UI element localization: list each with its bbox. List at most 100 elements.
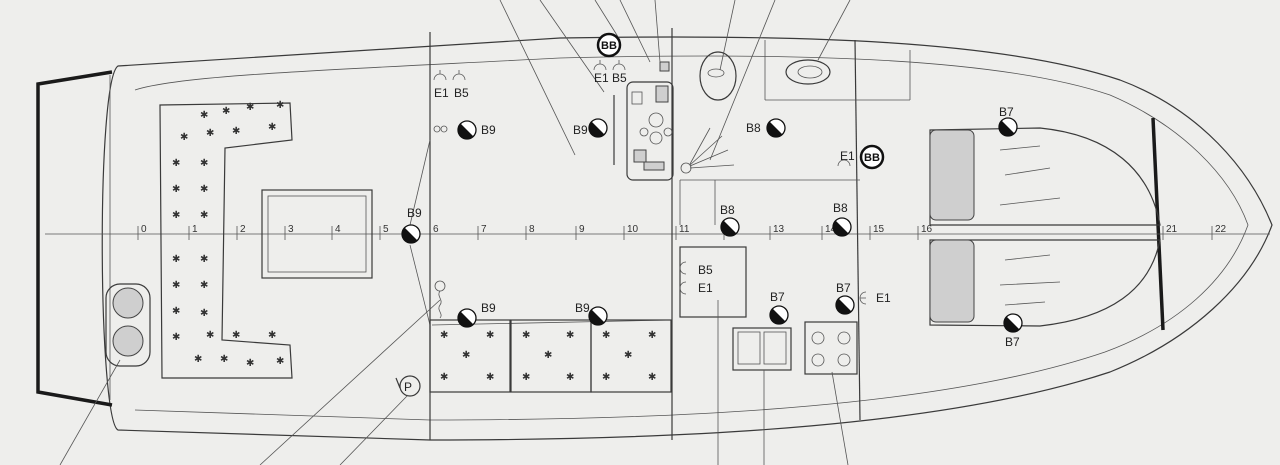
svg-text:✱: ✱ — [172, 306, 180, 317]
tick-7: 7 — [481, 224, 487, 235]
cockpit-seating: ✱✱✱✱ ✱✱✱✱ ✱✱ ✱✱ ✱✱ ✱✱ ✱✱ ✱✱ ✱✱✱✱ ✱✱✱✱ — [159, 100, 373, 379]
galley — [679, 246, 858, 375]
tick-13: 13 — [773, 224, 785, 235]
svg-text:✱: ✱ — [200, 254, 208, 265]
lamp-b8: B8 — [832, 201, 852, 237]
leader-lines — [59, 0, 851, 465]
lamp-b7: B7 — [998, 105, 1018, 137]
tick-0: 0 — [141, 224, 147, 235]
svg-text:B8: B8 — [720, 203, 735, 217]
head-fixtures — [680, 51, 831, 174]
switches: E1 B5 E1 B5 B5 E1 E1 E1 E1 — [433, 60, 891, 319]
bilge-pump: P — [395, 375, 421, 397]
tick-8: 8 — [529, 224, 535, 235]
svg-text:✱: ✱ — [200, 110, 208, 121]
tick-1: 1 — [192, 224, 198, 235]
switch-label: E1 — [698, 281, 713, 295]
svg-text:✱: ✱ — [544, 350, 552, 361]
switch-label: E1 — [594, 71, 609, 85]
svg-text:✱: ✱ — [440, 330, 448, 341]
svg-text:✱: ✱ — [566, 330, 574, 341]
svg-text:✱: ✱ — [172, 184, 180, 195]
saloon-settees: ✱✱✱✱✱ ✱✱✱✱✱ ✱✱✱✱✱ — [429, 319, 672, 393]
svg-text:B9: B9 — [573, 123, 588, 137]
aft-vents — [105, 283, 151, 367]
svg-text:B9: B9 — [407, 206, 422, 220]
svg-text:✱: ✱ — [440, 372, 448, 383]
svg-text:✱: ✱ — [172, 254, 180, 265]
svg-text:B8: B8 — [833, 201, 848, 215]
lamp-b9: B9 — [401, 206, 422, 244]
tick-10: 10 — [627, 224, 639, 235]
switch-label: E1 — [840, 149, 855, 163]
switch-label: E1 — [434, 86, 449, 100]
lamp-b9: B9 — [573, 118, 608, 138]
helm-console — [613, 61, 674, 181]
svg-text:✱: ✱ — [232, 330, 240, 341]
svg-text:✱: ✱ — [172, 210, 180, 221]
svg-text:✱: ✱ — [206, 330, 214, 341]
lamp-b7: B7 — [835, 281, 855, 315]
station-ticks: 0 1 2 3 4 5 6 7 8 9 10 11 12 13 14 15 16… — [137, 224, 1227, 240]
lamp-b9: B9 — [575, 301, 608, 326]
switch-label: E1 — [876, 291, 891, 305]
svg-text:✱: ✱ — [522, 372, 530, 383]
svg-text:B9: B9 — [575, 301, 590, 315]
tick-11: 11 — [679, 224, 690, 235]
svg-text:✱: ✱ — [200, 184, 208, 195]
svg-text:✱: ✱ — [200, 210, 208, 221]
svg-text:✱: ✱ — [172, 332, 180, 343]
svg-text:✱: ✱ — [522, 330, 530, 341]
svg-text:✱: ✱ — [180, 132, 188, 143]
lamp-b9: B9 — [457, 120, 496, 140]
lamp-b7: B7 — [1003, 313, 1023, 349]
svg-text:✱: ✱ — [246, 358, 254, 369]
switch-label: B5 — [612, 71, 627, 85]
hull-outline — [36, 36, 1273, 441]
svg-text:✱: ✱ — [200, 280, 208, 291]
bb-badge: BB — [864, 152, 880, 164]
bb-badge: BB — [601, 40, 617, 52]
switch-label: B5 — [698, 263, 713, 277]
tick-15: 15 — [873, 224, 885, 235]
svg-text:✱: ✱ — [172, 280, 180, 291]
svg-text:✱: ✱ — [194, 354, 202, 365]
tick-21: 21 — [1166, 224, 1178, 235]
svg-text:✱: ✱ — [624, 350, 632, 361]
svg-text:B9: B9 — [481, 301, 496, 315]
bb-badges: BB BB — [596, 32, 885, 170]
forward-berth — [929, 127, 1161, 327]
svg-text:✱: ✱ — [268, 330, 276, 341]
tick-4: 4 — [335, 224, 341, 235]
pump-label: P — [404, 380, 412, 394]
tick-16: 16 — [921, 224, 933, 235]
svg-text:✱: ✱ — [172, 158, 180, 169]
svg-text:✱: ✱ — [268, 122, 276, 133]
svg-text:✱: ✱ — [486, 372, 494, 383]
svg-text:✱: ✱ — [462, 350, 470, 361]
svg-text:✱: ✱ — [648, 372, 656, 383]
svg-text:✱: ✱ — [276, 100, 284, 111]
svg-text:B8: B8 — [746, 121, 761, 135]
svg-text:✱: ✱ — [566, 372, 574, 383]
tick-6: 6 — [433, 224, 439, 235]
tick-22: 22 — [1215, 224, 1227, 235]
svg-text:✱: ✱ — [486, 330, 494, 341]
svg-text:✱: ✱ — [602, 372, 610, 383]
svg-text:✱: ✱ — [200, 158, 208, 169]
svg-text:✱: ✱ — [276, 356, 284, 367]
switch-label: B5 — [454, 86, 469, 100]
svg-text:B7: B7 — [999, 105, 1014, 119]
svg-text:✱: ✱ — [200, 308, 208, 319]
svg-text:✱: ✱ — [246, 102, 254, 113]
tick-3: 3 — [288, 224, 294, 235]
svg-text:B7: B7 — [1005, 335, 1020, 349]
lamp-b8: B8 — [720, 203, 740, 237]
svg-text:B7: B7 — [836, 281, 851, 295]
svg-text:✱: ✱ — [220, 354, 228, 365]
lamp-b8: B8 — [746, 118, 786, 138]
lamp-b9: B9 — [457, 301, 496, 328]
tick-9: 9 — [579, 224, 585, 235]
lamp-b7: B7 — [769, 290, 789, 325]
